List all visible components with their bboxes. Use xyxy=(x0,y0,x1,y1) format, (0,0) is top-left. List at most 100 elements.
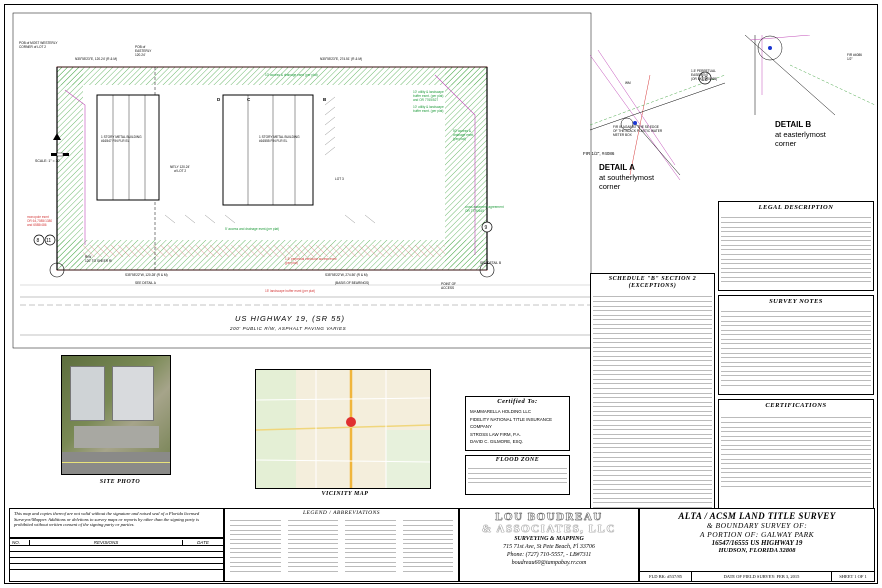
svg-text:9: 9 xyxy=(485,225,488,231)
certified-to-title: Certified To: xyxy=(497,398,538,405)
flood-zone-box: FLOOD ZONE xyxy=(465,455,570,495)
utility-easement-label: 10' utility & landscape buffer esmt. (pe… xyxy=(413,90,444,102)
revisions-title-header: REVISIONS xyxy=(30,539,183,545)
vicinity-site-marker xyxy=(346,417,356,427)
landscape-buffer-label: 15' landscape buffer esmt (per plat) xyxy=(265,289,315,293)
legal-title: LEGAL DESCRIPTION xyxy=(758,204,834,211)
legal-description-box: LEGAL DESCRIPTION xyxy=(718,201,874,291)
bubble-9: 9 xyxy=(481,221,493,233)
legend-columns xyxy=(225,516,458,575)
flood-zone-title: FLOOD ZONE xyxy=(495,457,540,463)
field-survey-date: DATE OF FIELD SURVEY: FEB 3, 2015 xyxy=(692,572,832,581)
title-line-2: & BOUNDARY SURVEY OF: xyxy=(706,521,808,530)
north-easement-hatch xyxy=(57,67,487,85)
certified-to-box: Certified To: MAMMARELLA HOLDING LLC FID… xyxy=(465,396,570,451)
vicinity-map xyxy=(255,369,431,489)
unit-b-label: B xyxy=(323,97,327,102)
title-line-3: A PORTION OF: GALWAY PARK xyxy=(699,530,815,539)
vehicular-easement-hatch xyxy=(83,245,445,257)
unit-c-label: C xyxy=(247,97,251,102)
detail-b-fir: FIR #4086 1/2" xyxy=(847,53,862,61)
fir-label: FIR 1/2", #4086 xyxy=(583,151,615,156)
certified-to-line-4: DAVID C. GILMORE, ESQ. xyxy=(470,439,524,444)
north-arrow xyxy=(53,133,61,150)
revision-row xyxy=(10,564,223,570)
bearing-bottom-left: S35°55'22"W, 120.28' (R & M) xyxy=(125,273,168,277)
company-block: LOU BOUDREAU & ASSOCIATES, LLC SURVEYING… xyxy=(459,508,639,582)
certified-to-line-1: MAMMARELLA HOLDING LLC xyxy=(470,409,531,414)
company-email: boudreau60@tampabay.rr.com xyxy=(511,560,587,566)
certifications-title: CERTIFICATIONS xyxy=(765,402,827,409)
schedule-b-title: SCHEDULE "B" SECTION 2 (EXCEPTIONS) xyxy=(608,276,697,289)
legend-col-3 xyxy=(343,518,398,573)
company-name-line1: LOU BOUDREAU xyxy=(495,511,603,523)
basis-of-bearings: (BASIS OF BEARINGS) xyxy=(335,281,370,285)
revisions-no-header: NO. xyxy=(10,539,30,545)
building-1 xyxy=(96,94,160,201)
see-detail-b-label: SEE DETAIL B xyxy=(480,261,502,265)
site-photo-caption: SITE PHOTO xyxy=(99,479,141,485)
east-easement-hatch xyxy=(445,67,487,267)
detail-b-drawing xyxy=(744,35,876,116)
fir-point-b xyxy=(768,46,772,50)
revision-row xyxy=(10,570,223,576)
point-of-access-label: POINT OF ACCESS xyxy=(441,282,456,290)
title-line-1: ALTA / ACSM LAND TITLE SURVEY xyxy=(678,511,836,521)
bubble-8-11: 8 11 xyxy=(33,234,56,246)
cross-easement-agreement-label: cross easement agreement OR 7776/645 xyxy=(465,205,504,213)
disclaimer-box: This map and copies thereof are not vali… xyxy=(9,508,224,538)
title-line-4: 16547/16555 US HIGHWAY 19 xyxy=(711,539,803,547)
vehicular-easement-label: 1.5' perpetual vehicular access esmt (pe… xyxy=(285,257,337,265)
svg-text:8: 8 xyxy=(37,238,40,244)
legal-text-lines xyxy=(719,215,873,283)
certifications-box: CERTIFICATIONS xyxy=(718,399,874,529)
revisions-date-header: DATE xyxy=(197,539,209,545)
detail-b-marker xyxy=(479,262,495,278)
detail-a-drawing: 12 xyxy=(590,49,726,181)
schedule-b-text-lines xyxy=(591,294,714,531)
svg-text:11: 11 xyxy=(46,238,51,244)
survey-sheet: SCALE: 1" = 30' 8 11 9 US HIGHWAY 19, (S… xyxy=(4,4,878,584)
utility-easement-label-2: 10' utility & landscape buffer esmt. (pe… xyxy=(413,105,444,113)
revision-row xyxy=(10,546,223,552)
detail-b-title: DETAIL B xyxy=(775,120,812,129)
company-phone: Phone: (727) 710-5557, - LB#7311 xyxy=(506,552,592,558)
utility-line-west xyxy=(64,89,86,245)
certified-to-line-3: STROSS LAW FIRM, P.A. xyxy=(470,431,521,437)
pob-easterly-label: POB of EASTERLY 120.24' xyxy=(135,45,152,57)
detail-a-subtitle: at southerlymost corner xyxy=(599,173,655,191)
lot3-label: LOT 3 xyxy=(335,177,344,181)
legend-col-2 xyxy=(286,518,341,573)
lot2-label: NE'LY 120.24' of LOT 2 xyxy=(170,165,190,173)
fir-note: FIR IS AGAINST THE SE EDGE OF THE BLACK … xyxy=(613,125,663,137)
details-area: 12 xyxy=(590,35,876,181)
certified-to-line-2: FIDELITY NATIONAL TITLE INSURANCE COMPAN… xyxy=(470,416,553,430)
title-block: ALTA / ACSM LAND TITLE SURVEY & BOUNDARY… xyxy=(639,508,875,582)
revision-row xyxy=(10,558,223,564)
building-2-label: 1 STORY METAL BUILDING #16555 FIN FLR EL xyxy=(259,135,300,143)
drainage-easement-label: 50' access & drainage esmt. (per plat) xyxy=(453,129,475,141)
scale-bar: SCALE: 1" = 30' xyxy=(35,152,69,163)
certified-to-list: MAMMARELLA HOLDING LLC FIDELITY NATIONAL… xyxy=(466,405,569,449)
see-detail-a-label: SEE DETAIL A xyxy=(135,281,156,285)
unit-d-label: D xyxy=(217,97,221,102)
certifications-lines xyxy=(719,415,873,488)
revisions-header: NO. REVISIONS DATE xyxy=(10,539,223,546)
legend-col-1 xyxy=(228,518,283,573)
survey-plan: SCALE: 1" = 30' 8 11 9 US HIGHWAY 19, (S… xyxy=(12,12,592,349)
disclaimer-text: This map and copies thereof are not vali… xyxy=(14,511,200,528)
title-block-footer: FLD BK: #537/85 DATE OF FIELD SURVEY: FE… xyxy=(640,571,874,581)
company-tagline: SURVEYING & MAPPING xyxy=(514,536,584,542)
cross-access-label: 10' access & drainage esmt (per plat) xyxy=(265,73,318,77)
svg-text:12: 12 xyxy=(701,77,708,83)
site-photo xyxy=(61,355,171,475)
plan-frame xyxy=(12,12,592,349)
vicinity-map-caption: VICINITY MAP xyxy=(321,491,369,497)
perpetual-easement-label: 1.5' PERPETUAL EASEMENT (OR BK 7890/965) xyxy=(691,69,718,81)
walk-easement-label: 5' access and drainage esmt.(per plat) xyxy=(225,227,280,231)
wm-label: WM xyxy=(625,81,631,85)
title-line-5: HUDSON, FLORIDA 32808 xyxy=(718,547,796,554)
survey-notes-lines xyxy=(719,309,873,386)
fir-point-a xyxy=(633,121,637,125)
revision-row xyxy=(10,552,223,558)
